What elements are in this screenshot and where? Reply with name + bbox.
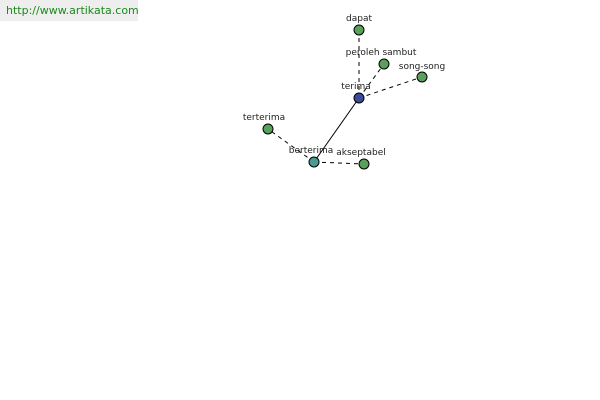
edge-terima-peroleh-sambut [358,63,385,99]
node-dapat[interactable] [353,24,365,36]
node-terima[interactable] [353,92,365,104]
watermark-link[interactable]: http://www.artikata.com [0,0,139,21]
edge-berterima-akseptabel [313,161,365,165]
node-label-dapat[interactable]: dapat [346,14,372,24]
edge-terima-berterima [313,97,360,163]
node-berterima[interactable] [308,156,320,168]
nodes-layer [262,24,428,170]
node-akseptabel[interactable] [358,158,370,170]
labels-layer: dapat peroleh sambut song-song terima terter… [243,14,445,158]
node-label-peroleh-sambut[interactable]: peroleh sambut [346,48,417,58]
node-terterima[interactable] [262,123,274,135]
node-label-berterima[interactable]: berterima [289,146,334,156]
node-label-terterima[interactable]: terterima [243,113,285,123]
edges-layer [267,30,423,165]
node-label-terima[interactable]: terima [341,82,371,92]
node-label-song-song[interactable]: song-song [399,62,445,72]
node-label-akseptabel[interactable]: akseptabel [336,148,385,158]
edge-terima-song-song [358,76,423,99]
edge-berterima-terterima [267,128,315,163]
node-peroleh-sambut[interactable] [378,58,390,70]
node-song-song[interactable] [416,71,428,83]
